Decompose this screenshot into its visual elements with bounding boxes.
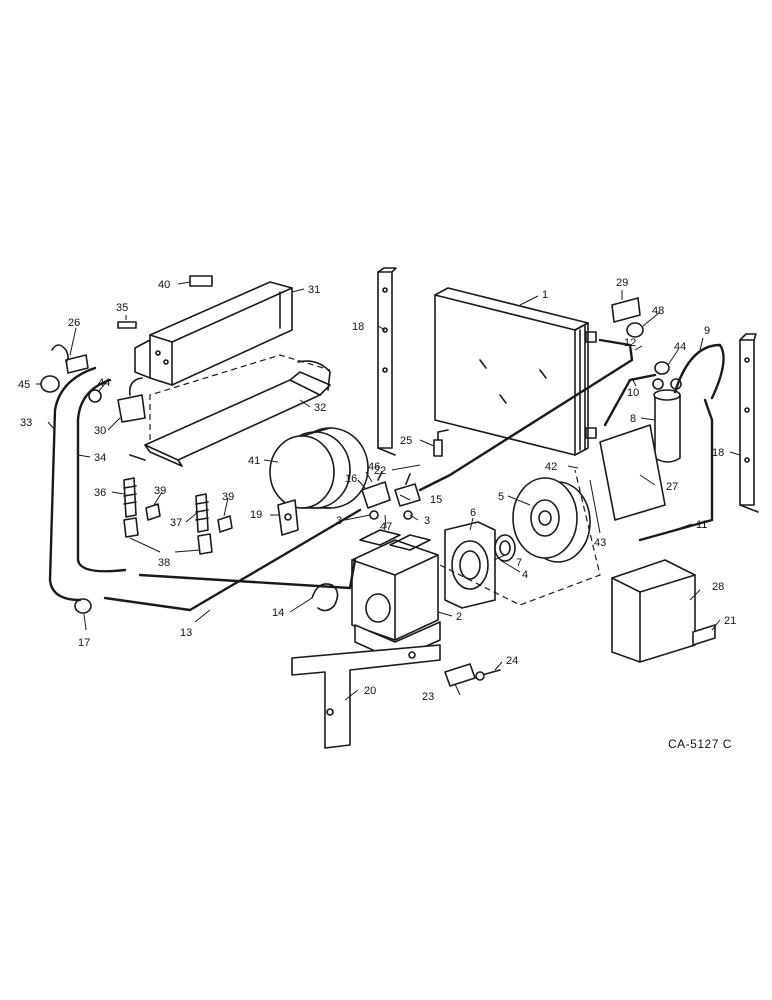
callout-24: 24 bbox=[506, 655, 518, 667]
condenser bbox=[434, 287, 597, 456]
leader-lines bbox=[36, 281, 741, 701]
expansion-valve-30 bbox=[117, 377, 146, 423]
line-9 bbox=[673, 343, 725, 400]
bracket-19 bbox=[277, 499, 299, 536]
mounting-plate bbox=[599, 424, 666, 521]
valve-37 bbox=[195, 493, 209, 533]
callout-48: 48 bbox=[652, 305, 664, 317]
compressor-mount-bracket bbox=[291, 644, 441, 749]
hose-33 bbox=[48, 366, 97, 602]
callout-8: 8 bbox=[630, 413, 636, 425]
decal-35 bbox=[117, 321, 137, 329]
thermostat-26 bbox=[51, 344, 89, 374]
callout-42: 42 bbox=[545, 461, 557, 473]
compressor bbox=[351, 529, 441, 661]
decal-40 bbox=[189, 275, 213, 287]
callout-30: 30 bbox=[94, 425, 106, 437]
belt-run bbox=[439, 469, 601, 606]
callout-11: 11 bbox=[696, 519, 707, 531]
cap-39-left bbox=[145, 503, 161, 521]
hose-13 bbox=[103, 508, 362, 612]
drawing-code: CA-5127 C bbox=[668, 737, 732, 751]
service-valve-block bbox=[361, 471, 421, 520]
callout-18-right: 18 bbox=[712, 447, 724, 459]
fan-pulley bbox=[269, 427, 369, 509]
callout-12: 12 bbox=[624, 337, 636, 349]
bolt-24 bbox=[475, 669, 501, 681]
cap-39-right bbox=[217, 515, 233, 533]
callout-29: 29 bbox=[616, 277, 628, 289]
callout-45: 45 bbox=[18, 379, 30, 391]
callout-32: 32 bbox=[314, 402, 326, 414]
callout-28: 28 bbox=[712, 581, 724, 593]
callout-3-right: 3 bbox=[424, 515, 430, 527]
callout-44-left: 44 bbox=[98, 377, 110, 389]
callout-21: 21 bbox=[724, 615, 736, 627]
callout-18-left: 18 bbox=[352, 321, 364, 333]
callout-41: 41 bbox=[248, 455, 260, 467]
callout-40: 40 bbox=[158, 279, 170, 291]
nut-44-left bbox=[88, 389, 102, 403]
nut-44-right bbox=[654, 361, 670, 375]
clutch-pulley bbox=[512, 477, 591, 563]
clutch-coil bbox=[444, 521, 496, 609]
callout-16: 16 bbox=[345, 473, 357, 485]
line-10 bbox=[603, 373, 657, 427]
clip-29 bbox=[611, 297, 641, 323]
callout-27: 27 bbox=[666, 481, 678, 493]
callout-3-left: 3 bbox=[336, 515, 342, 527]
hose-34 bbox=[76, 378, 127, 573]
callout-labels: 1 2 3 3 4 5 6 7 8 9 10 11 12 13 14 15 16… bbox=[18, 277, 736, 703]
clutch-bearing bbox=[494, 534, 516, 562]
callout-37: 37 bbox=[170, 517, 182, 529]
callout-33: 33 bbox=[20, 417, 32, 429]
small-bracket-21 bbox=[692, 624, 716, 646]
callout-14: 14 bbox=[272, 607, 284, 619]
callout-31: 31 bbox=[308, 284, 320, 296]
callout-35: 35 bbox=[116, 302, 128, 314]
callout-1: 1 bbox=[542, 289, 548, 301]
belt-shield bbox=[611, 559, 696, 663]
callout-20: 20 bbox=[364, 685, 376, 697]
callout-46: 46 bbox=[368, 461, 380, 473]
line-12 bbox=[418, 338, 634, 492]
fitting-38-right bbox=[197, 533, 213, 555]
callout-2: 2 bbox=[456, 611, 462, 623]
callout-9: 9 bbox=[704, 325, 710, 337]
callout-25: 25 bbox=[400, 435, 412, 447]
callout-13: 13 bbox=[180, 627, 192, 639]
callout-7: 7 bbox=[516, 557, 522, 569]
callout-34: 34 bbox=[94, 452, 106, 464]
valve-36 bbox=[123, 477, 137, 518]
drain-tray bbox=[129, 354, 331, 467]
callout-23: 23 bbox=[422, 691, 434, 703]
callout-39-left: 39 bbox=[154, 485, 166, 497]
callout-39-right: 39 bbox=[222, 491, 234, 503]
clamp-plate-23 bbox=[444, 663, 476, 687]
fitting-38-left bbox=[123, 517, 139, 538]
callout-5: 5 bbox=[498, 491, 504, 503]
mounting-bracket-left bbox=[377, 267, 397, 456]
grommet-45 bbox=[40, 375, 60, 393]
callout-17: 17 bbox=[78, 637, 90, 649]
mounting-bracket-right bbox=[739, 333, 759, 513]
callout-10: 10 bbox=[627, 387, 639, 399]
callout-43: 43 bbox=[594, 537, 606, 549]
callout-38: 38 bbox=[158, 557, 170, 569]
o-ring-17 bbox=[74, 598, 92, 614]
evaporator-housing bbox=[134, 281, 293, 386]
switch-25 bbox=[433, 429, 449, 457]
callout-6: 6 bbox=[470, 507, 476, 519]
callout-15: 15 bbox=[430, 494, 442, 506]
callout-22: 22 bbox=[374, 465, 386, 477]
receiver-drier bbox=[652, 378, 682, 463]
callout-47: 47 bbox=[380, 521, 392, 533]
callout-26: 26 bbox=[68, 317, 80, 329]
callout-44-right: 44 bbox=[674, 341, 686, 353]
callout-19: 19 bbox=[250, 509, 262, 521]
callout-36: 36 bbox=[94, 487, 106, 499]
nut-48 bbox=[626, 322, 644, 338]
callout-4: 4 bbox=[522, 569, 528, 581]
